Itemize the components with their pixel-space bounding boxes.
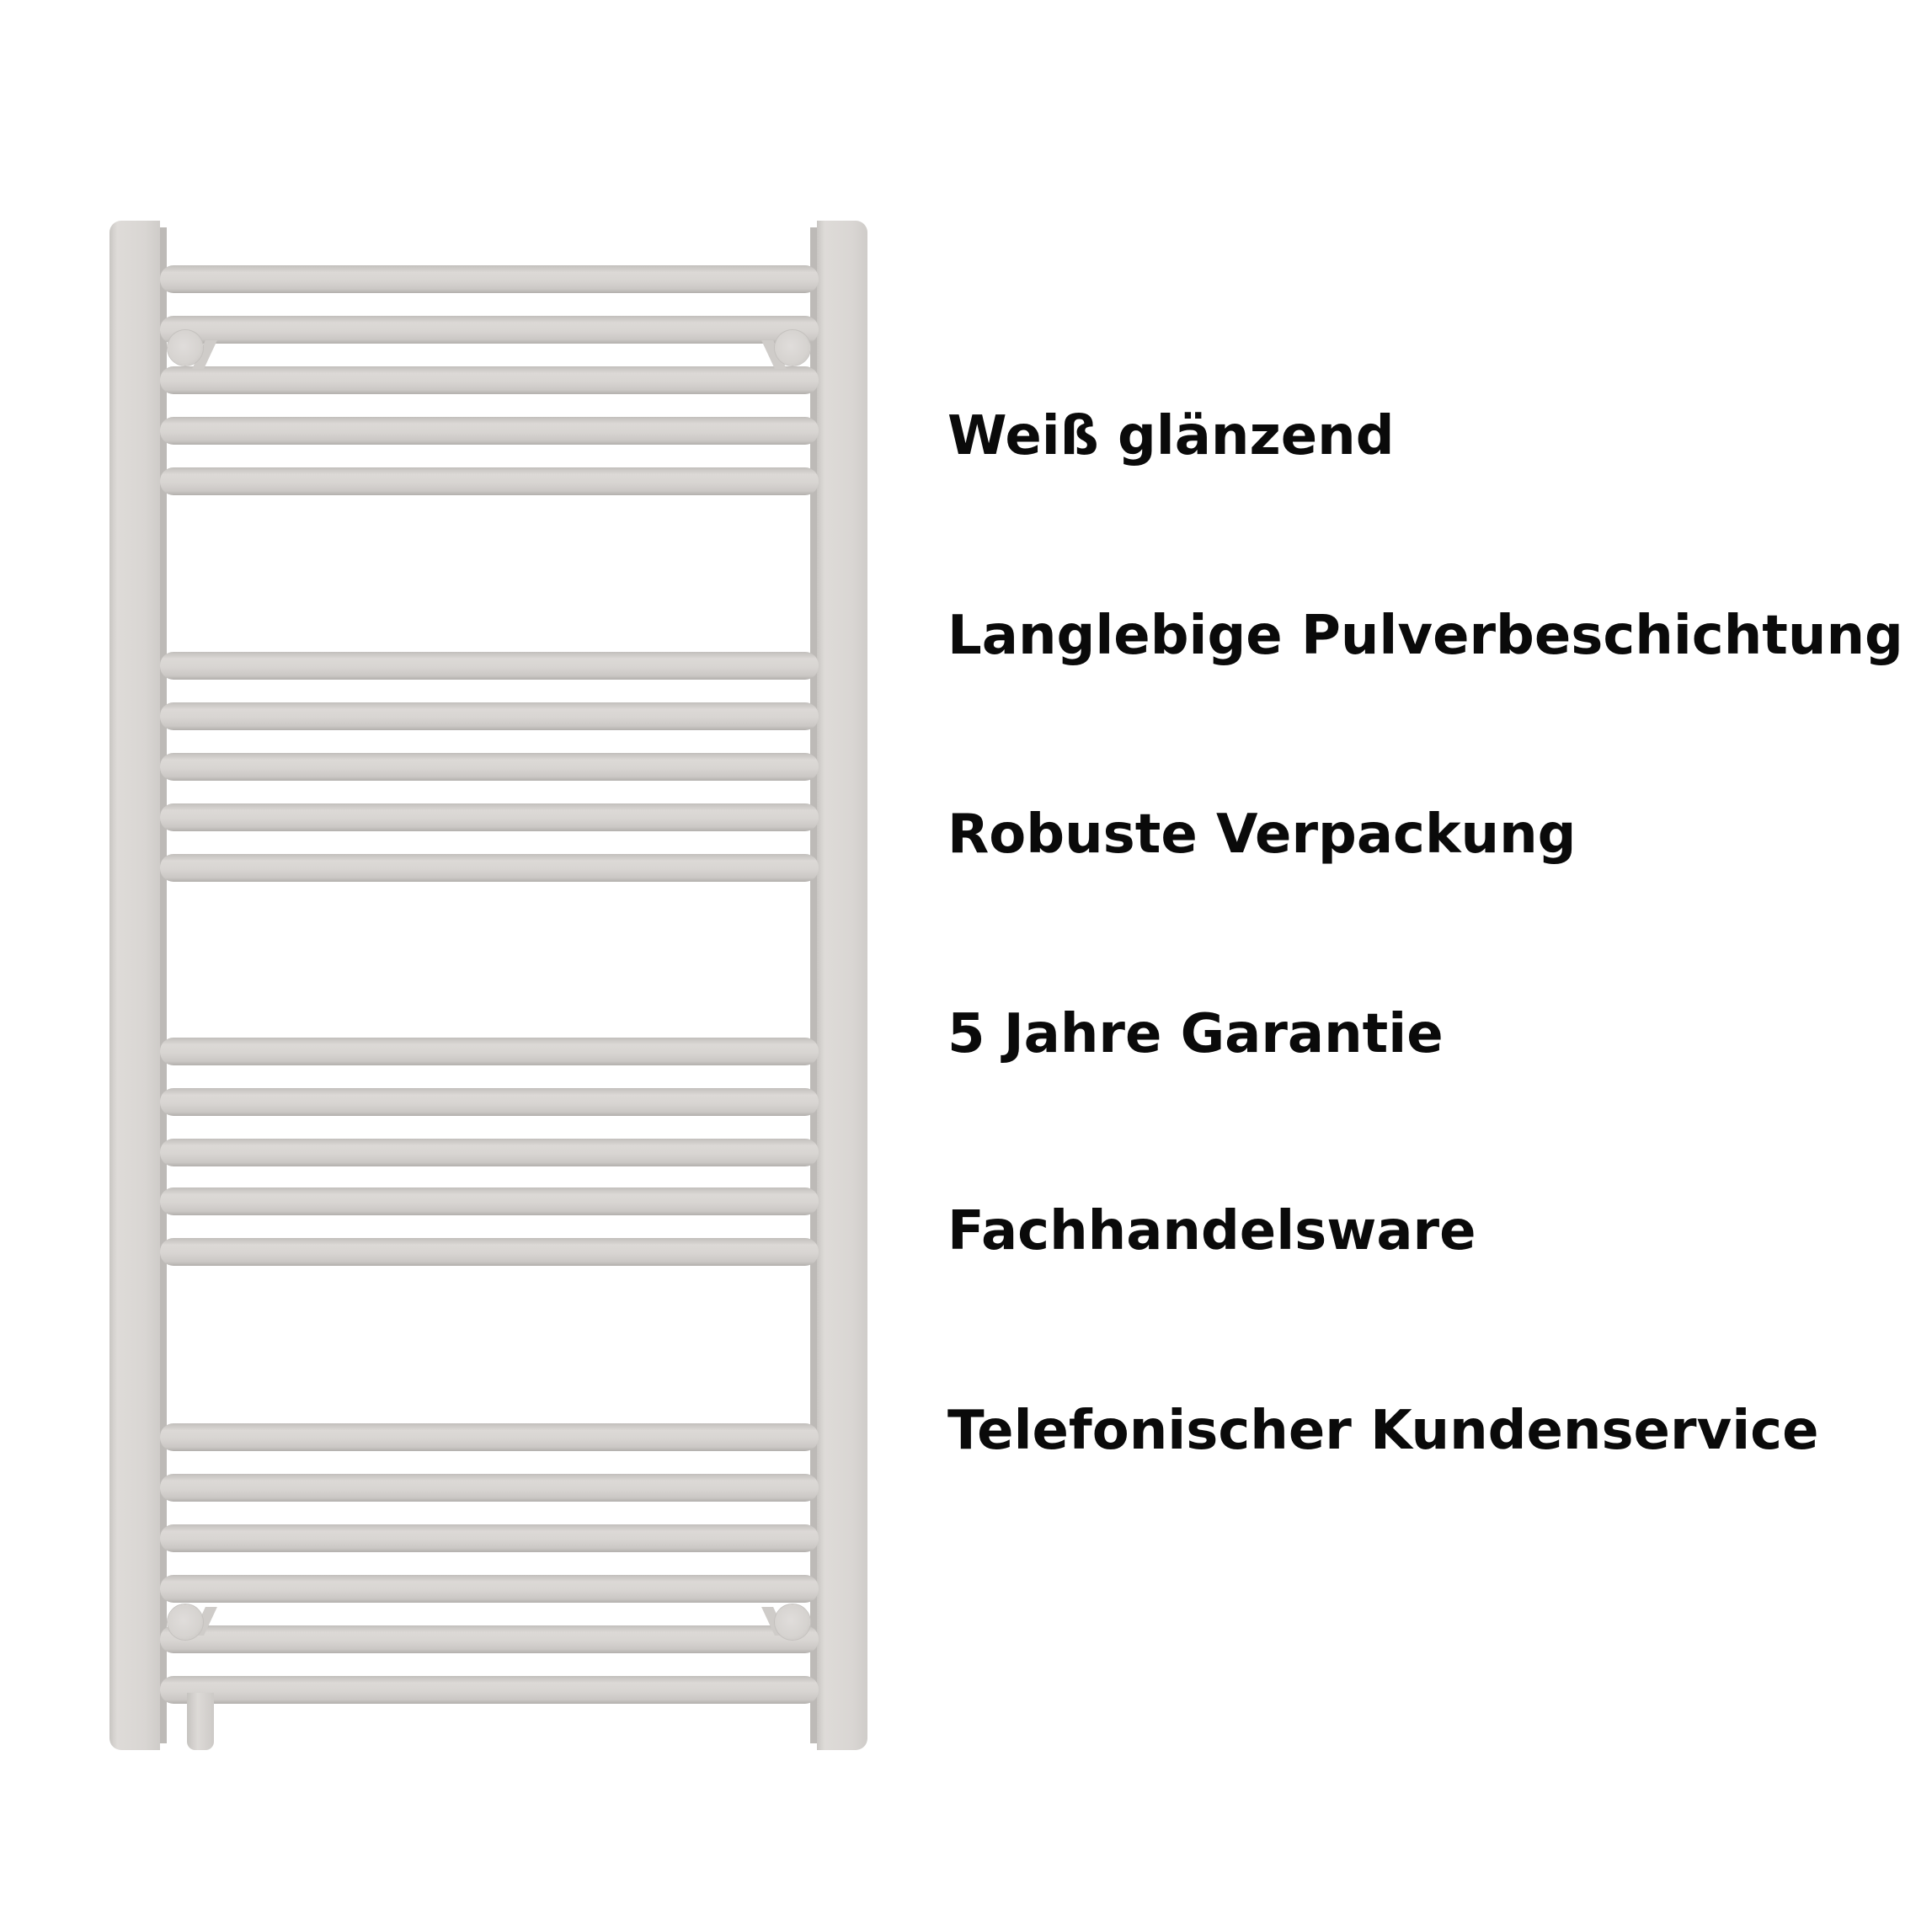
radiator-valve-connector bbox=[187, 1693, 214, 1750]
radiator-rail bbox=[160, 1139, 819, 1166]
wall-bracket-bottom-left bbox=[168, 1604, 203, 1640]
feature-item: Fachhandelsware bbox=[947, 1200, 1476, 1262]
radiator-rail bbox=[160, 702, 819, 730]
wall-bracket-top-left bbox=[168, 330, 203, 366]
radiator-left-post bbox=[109, 221, 167, 1750]
radiator-rail bbox=[160, 1676, 819, 1704]
radiator-rail bbox=[160, 854, 819, 882]
radiator-rail bbox=[160, 467, 819, 495]
radiator-rail bbox=[160, 1088, 819, 1116]
radiator-rail bbox=[160, 1474, 819, 1502]
radiator-rail bbox=[160, 1575, 819, 1603]
radiator-rail bbox=[160, 265, 819, 293]
radiator-rail bbox=[160, 1524, 819, 1552]
radiator-rail bbox=[160, 1238, 819, 1266]
radiator-rail bbox=[160, 1423, 819, 1451]
feature-item: Robuste Verpackung bbox=[947, 803, 1577, 866]
radiator-rail bbox=[160, 417, 819, 445]
towel-radiator-image bbox=[0, 0, 926, 1932]
feature-item: Langlebige Pulverbeschichtung bbox=[947, 605, 1903, 667]
radiator-rail bbox=[160, 803, 819, 831]
radiator-rail bbox=[160, 1187, 819, 1215]
radiator-right-post bbox=[810, 221, 867, 1750]
feature-item: Telefonischer Kundenservice bbox=[947, 1400, 1819, 1462]
radiator-rail bbox=[160, 652, 819, 680]
wall-bracket-bottom-right bbox=[775, 1604, 810, 1640]
feature-list: Weiß glänzend Langlebige Pulverbeschicht… bbox=[947, 0, 1924, 1932]
radiator-rail bbox=[160, 1625, 819, 1653]
radiator-rail bbox=[160, 366, 819, 394]
radiator-rail bbox=[160, 1038, 819, 1065]
radiator-rail bbox=[160, 316, 819, 344]
feature-item: Weiß glänzend bbox=[947, 405, 1395, 467]
feature-item: 5 Jahre Garantie bbox=[947, 1003, 1444, 1065]
wall-bracket-top-right bbox=[775, 330, 810, 366]
radiator-rail bbox=[160, 753, 819, 781]
